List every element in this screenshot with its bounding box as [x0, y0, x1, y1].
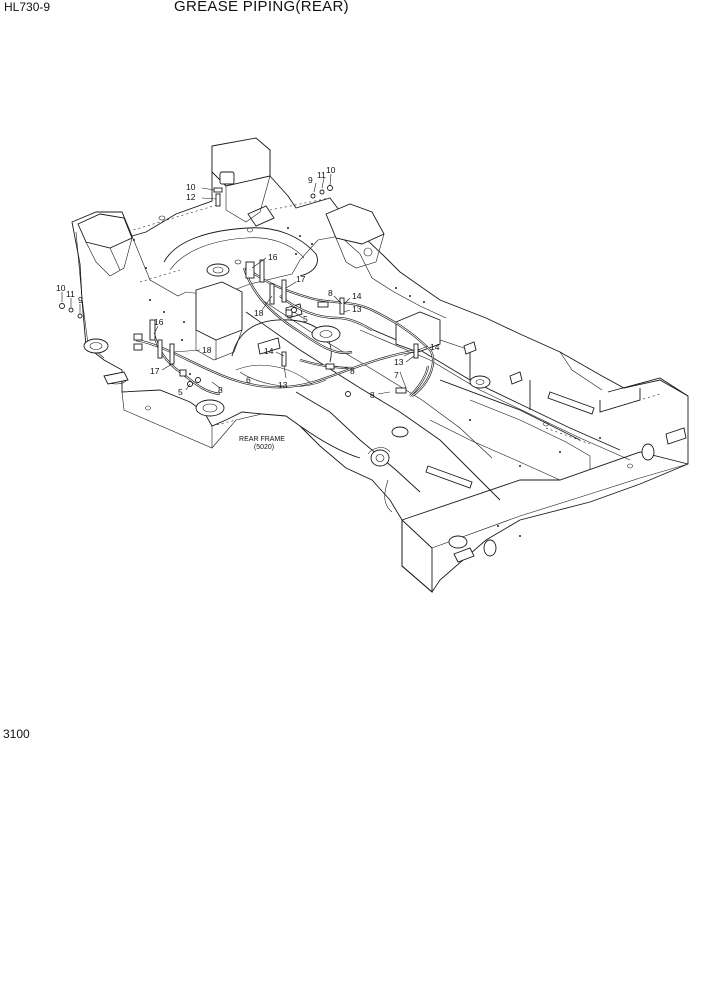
callout-17: 17 [296, 274, 306, 284]
callout-11: 11 [66, 289, 75, 299]
callout-13: 13 [394, 357, 404, 367]
callout-9: 9 [78, 295, 83, 305]
page-title: GREASE PIPING(REAR) [174, 0, 349, 15]
frame-label-code: (5020) [254, 444, 274, 451]
tower-front-center [211, 137, 275, 227]
clamps-fittings [59, 185, 419, 397]
callout-16: 16 [268, 252, 278, 262]
rivet-dots [133, 227, 601, 537]
callout-6: 6 [246, 375, 251, 385]
callout-8: 8 [328, 288, 333, 298]
callout-13: 13 [278, 380, 288, 390]
callout-14: 14 [264, 346, 274, 356]
tower-middle [195, 281, 243, 361]
callout-18: 18 [202, 345, 212, 355]
callout-11: 11 [317, 170, 326, 180]
callout-5: 5 [178, 387, 183, 397]
frame-outline [71, 139, 689, 593]
callout-8: 8 [370, 390, 375, 400]
callout-13: 13 [352, 304, 362, 314]
callout-17: 17 [150, 366, 160, 376]
callout-14: 14 [430, 342, 440, 352]
callout-9: 9 [308, 175, 313, 185]
bracket-right [395, 311, 441, 353]
callout-8: 8 [218, 385, 223, 395]
callout-18: 18 [254, 308, 264, 318]
callout-10: 10 [186, 182, 196, 192]
callout-7: 7 [394, 370, 399, 380]
callout-16: 16 [154, 317, 164, 327]
pivot-bosses [83, 215, 655, 557]
callout-12: 12 [186, 192, 196, 202]
leader-lines [61, 173, 429, 395]
page-number: 3100 [3, 727, 30, 741]
model-code: HL730-9 [4, 0, 51, 14]
callout-10: 10 [56, 283, 66, 293]
frame-label: REAR FRAME (5020) [239, 436, 285, 451]
tower-left [77, 213, 133, 277]
callout-14: 14 [352, 291, 362, 301]
callout-8: 8 [350, 366, 355, 376]
tower-right [325, 203, 385, 269]
callout-10: 10 [326, 165, 336, 175]
callout-5: 5 [303, 314, 308, 324]
callout-labels: 10 12 9 11 10 10 11 9 16 17 18 8 14 13 5… [56, 165, 440, 400]
frame-label-name: REAR FRAME [239, 436, 285, 443]
